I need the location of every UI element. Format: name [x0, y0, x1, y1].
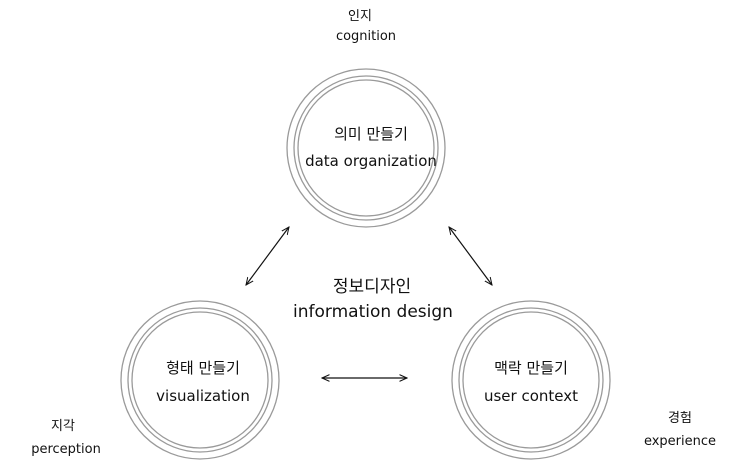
arrow-meaning-form — [246, 227, 289, 285]
node-title-form-en: visualization — [156, 387, 250, 405]
center-title-kr: 정보디자인 — [332, 277, 412, 297]
label-perception-kr: 지각 — [51, 419, 75, 434]
label-cognition-en: cognition — [335, 29, 397, 44]
node-title-form-kr: 형태 만들기 — [166, 359, 240, 377]
center-title-en: information design — [293, 302, 453, 322]
node-circle-context — [451, 300, 611, 460]
node-circle-meaning — [286, 68, 446, 228]
label-experience-kr: 경험 — [668, 411, 692, 426]
label-perception-en: perception — [31, 442, 101, 457]
node-circle-form — [120, 300, 280, 460]
label-cognition-kr: 인지 — [348, 9, 372, 24]
arrow-meaning-context — [449, 227, 492, 285]
label-experience-en: experience — [643, 434, 717, 449]
node-title-meaning-kr: 의미 만들기 — [334, 125, 408, 143]
node-title-context-en: user context — [483, 387, 579, 405]
node-title-context-kr: 맥락 만들기 — [494, 359, 568, 377]
node-title-meaning-en: data organization — [305, 152, 437, 170]
